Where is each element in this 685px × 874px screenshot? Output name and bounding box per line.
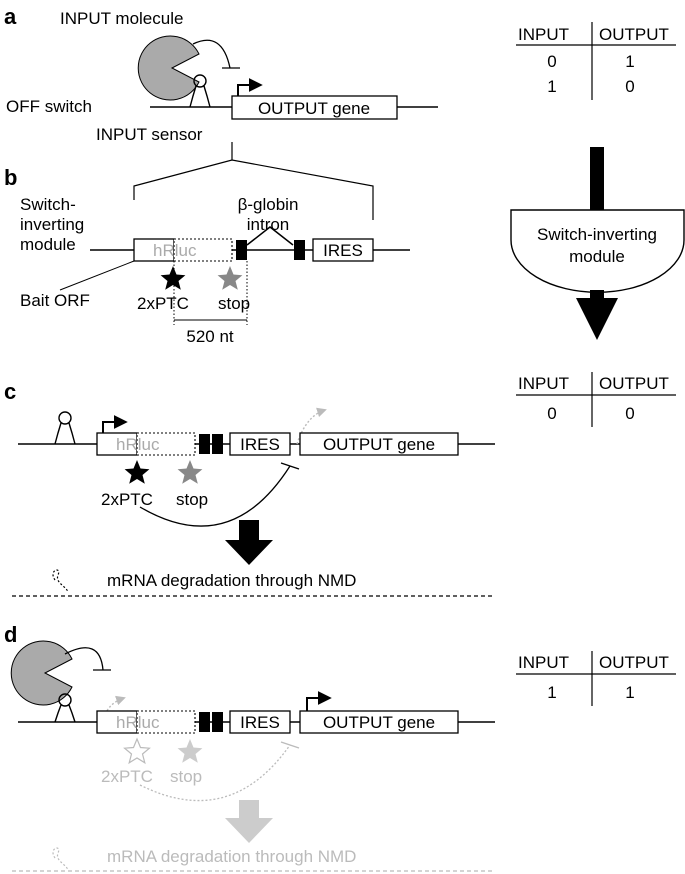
distance-label: 520 nt <box>186 327 234 346</box>
nmd-arrow-d <box>225 800 273 843</box>
repression-arrow-d <box>64 647 104 671</box>
ires-label-d: IRES <box>240 713 280 732</box>
input-sensor-aptamer-c <box>54 411 76 445</box>
stop-star-b <box>217 266 243 290</box>
table-a-header-input: INPUT <box>518 25 569 44</box>
nmd-label-d: mRNA degradation through NMD <box>107 847 356 866</box>
exon-block-1 <box>236 240 247 260</box>
output-gene-label-a: OUTPUT gene <box>258 99 370 118</box>
stop-star-d <box>177 739 203 763</box>
module-label-line3: module <box>20 235 76 254</box>
ires-label-c: IRES <box>240 435 280 454</box>
exon-block-c1 <box>199 434 210 454</box>
ires-box-d <box>229 710 291 734</box>
ptc-star-c <box>124 460 150 484</box>
hrluc-dotted-box-c <box>136 432 196 456</box>
ires-label-b: IRES <box>323 241 363 260</box>
repression-curve-d <box>139 744 291 802</box>
exon-block-d2 <box>212 712 223 732</box>
table-d-header-output: OUTPUT <box>599 653 669 672</box>
table-c-r1-input: 0 <box>547 404 556 423</box>
truth-table-d: INPUT OUTPUT 1 1 <box>516 651 676 706</box>
exon-block-2 <box>294 240 305 260</box>
hrluc-dotted-box-b <box>173 238 233 262</box>
truth-table-a: INPUT OUTPUT 0 1 1 0 <box>516 22 676 100</box>
output-gene-box-a <box>231 95 398 120</box>
module-label-line2: inverting <box>20 215 84 234</box>
ires-box-b <box>312 238 374 262</box>
input-sensor-aptamer-d <box>54 693 76 723</box>
table-d-r1-input: 1 <box>547 683 556 702</box>
table-a-r1-input: 0 <box>547 52 556 71</box>
panel-letter-c: c <box>4 379 16 404</box>
switch-inverting-arrow: Switch-inverting module <box>510 147 685 340</box>
ires-box-c <box>229 432 291 456</box>
panel-letter-a: a <box>4 4 17 29</box>
repression-arrow <box>192 39 231 69</box>
mrna-squiggle-d <box>52 847 69 871</box>
table-d-r1-output: 1 <box>625 683 634 702</box>
table-c-header-input: INPUT <box>518 374 569 393</box>
ptc-star-d <box>123 737 151 765</box>
stop-label-d: stop <box>170 767 202 786</box>
faded-ires-arrow-c <box>296 407 327 445</box>
panel-letter-b: b <box>4 165 17 190</box>
ptc-label-d: 2xPTC <box>101 767 153 786</box>
nmd-label-c: mRNA degradation through NMD <box>107 571 356 590</box>
ptc-label-c: 2xPTC <box>101 490 153 509</box>
input-molecule-shape <box>137 35 200 101</box>
faded-promoter-arrow-d <box>102 695 126 723</box>
ptc-star-b <box>160 266 186 290</box>
bait-orf-label: Bait ORF <box>20 291 90 310</box>
stop-label-b: stop <box>218 294 250 313</box>
mrna-squiggle-c <box>52 569 69 593</box>
panel-letter-d: d <box>4 622 17 647</box>
stop-label-c: stop <box>176 490 208 509</box>
input-molecule-label: INPUT molecule <box>60 9 183 28</box>
output-gene-label-d: OUTPUT gene <box>323 713 435 732</box>
intron-label-line1: β-globin <box>238 195 299 214</box>
hrluc-label-c: hRluc <box>116 435 160 454</box>
table-d-header-input: INPUT <box>518 653 569 672</box>
output-gene-box-c <box>299 432 459 456</box>
module-shape-line2: module <box>569 247 625 266</box>
table-a-r1-output: 1 <box>625 52 634 71</box>
repression-bar-c <box>280 462 300 470</box>
ptc-label-b: 2xPTC <box>137 294 189 313</box>
stop-star-c <box>177 460 203 484</box>
zoom-lines <box>133 159 374 220</box>
nmd-arrow-c <box>225 520 273 565</box>
module-label-line1: Switch- <box>20 195 76 214</box>
input-sensor-label: INPUT sensor <box>96 125 203 144</box>
off-switch-label: OFF switch <box>6 97 92 116</box>
output-gene-box-d <box>299 710 459 734</box>
repression-bar-d2 <box>280 741 300 749</box>
intron-label-line2: intron <box>247 215 290 234</box>
output-gene-label-c: OUTPUT gene <box>323 435 435 454</box>
input-sensor-aptamer <box>189 74 211 108</box>
exon-block-d1 <box>199 712 210 732</box>
table-c-r1-output: 0 <box>625 404 634 423</box>
table-a-r2-input: 1 <box>547 77 556 96</box>
table-c-header-output: OUTPUT <box>599 374 669 393</box>
hrluc-label-d: hRluc <box>116 713 160 732</box>
module-shape-line1: Switch-inverting <box>537 225 657 244</box>
exon-block-c2 <box>212 434 223 454</box>
table-a-header-output: OUTPUT <box>599 25 669 44</box>
hrluc-dotted-box-d <box>136 710 196 734</box>
input-molecule-shape-d <box>10 640 73 706</box>
bait-orf-pointer <box>59 260 135 291</box>
intron-splice-line <box>246 226 294 246</box>
hrluc-label-b: hRluc <box>153 241 197 260</box>
table-a-r2-output: 0 <box>625 77 634 96</box>
truth-table-c: INPUT OUTPUT 0 0 <box>516 372 676 427</box>
repression-curve-c <box>139 465 291 527</box>
